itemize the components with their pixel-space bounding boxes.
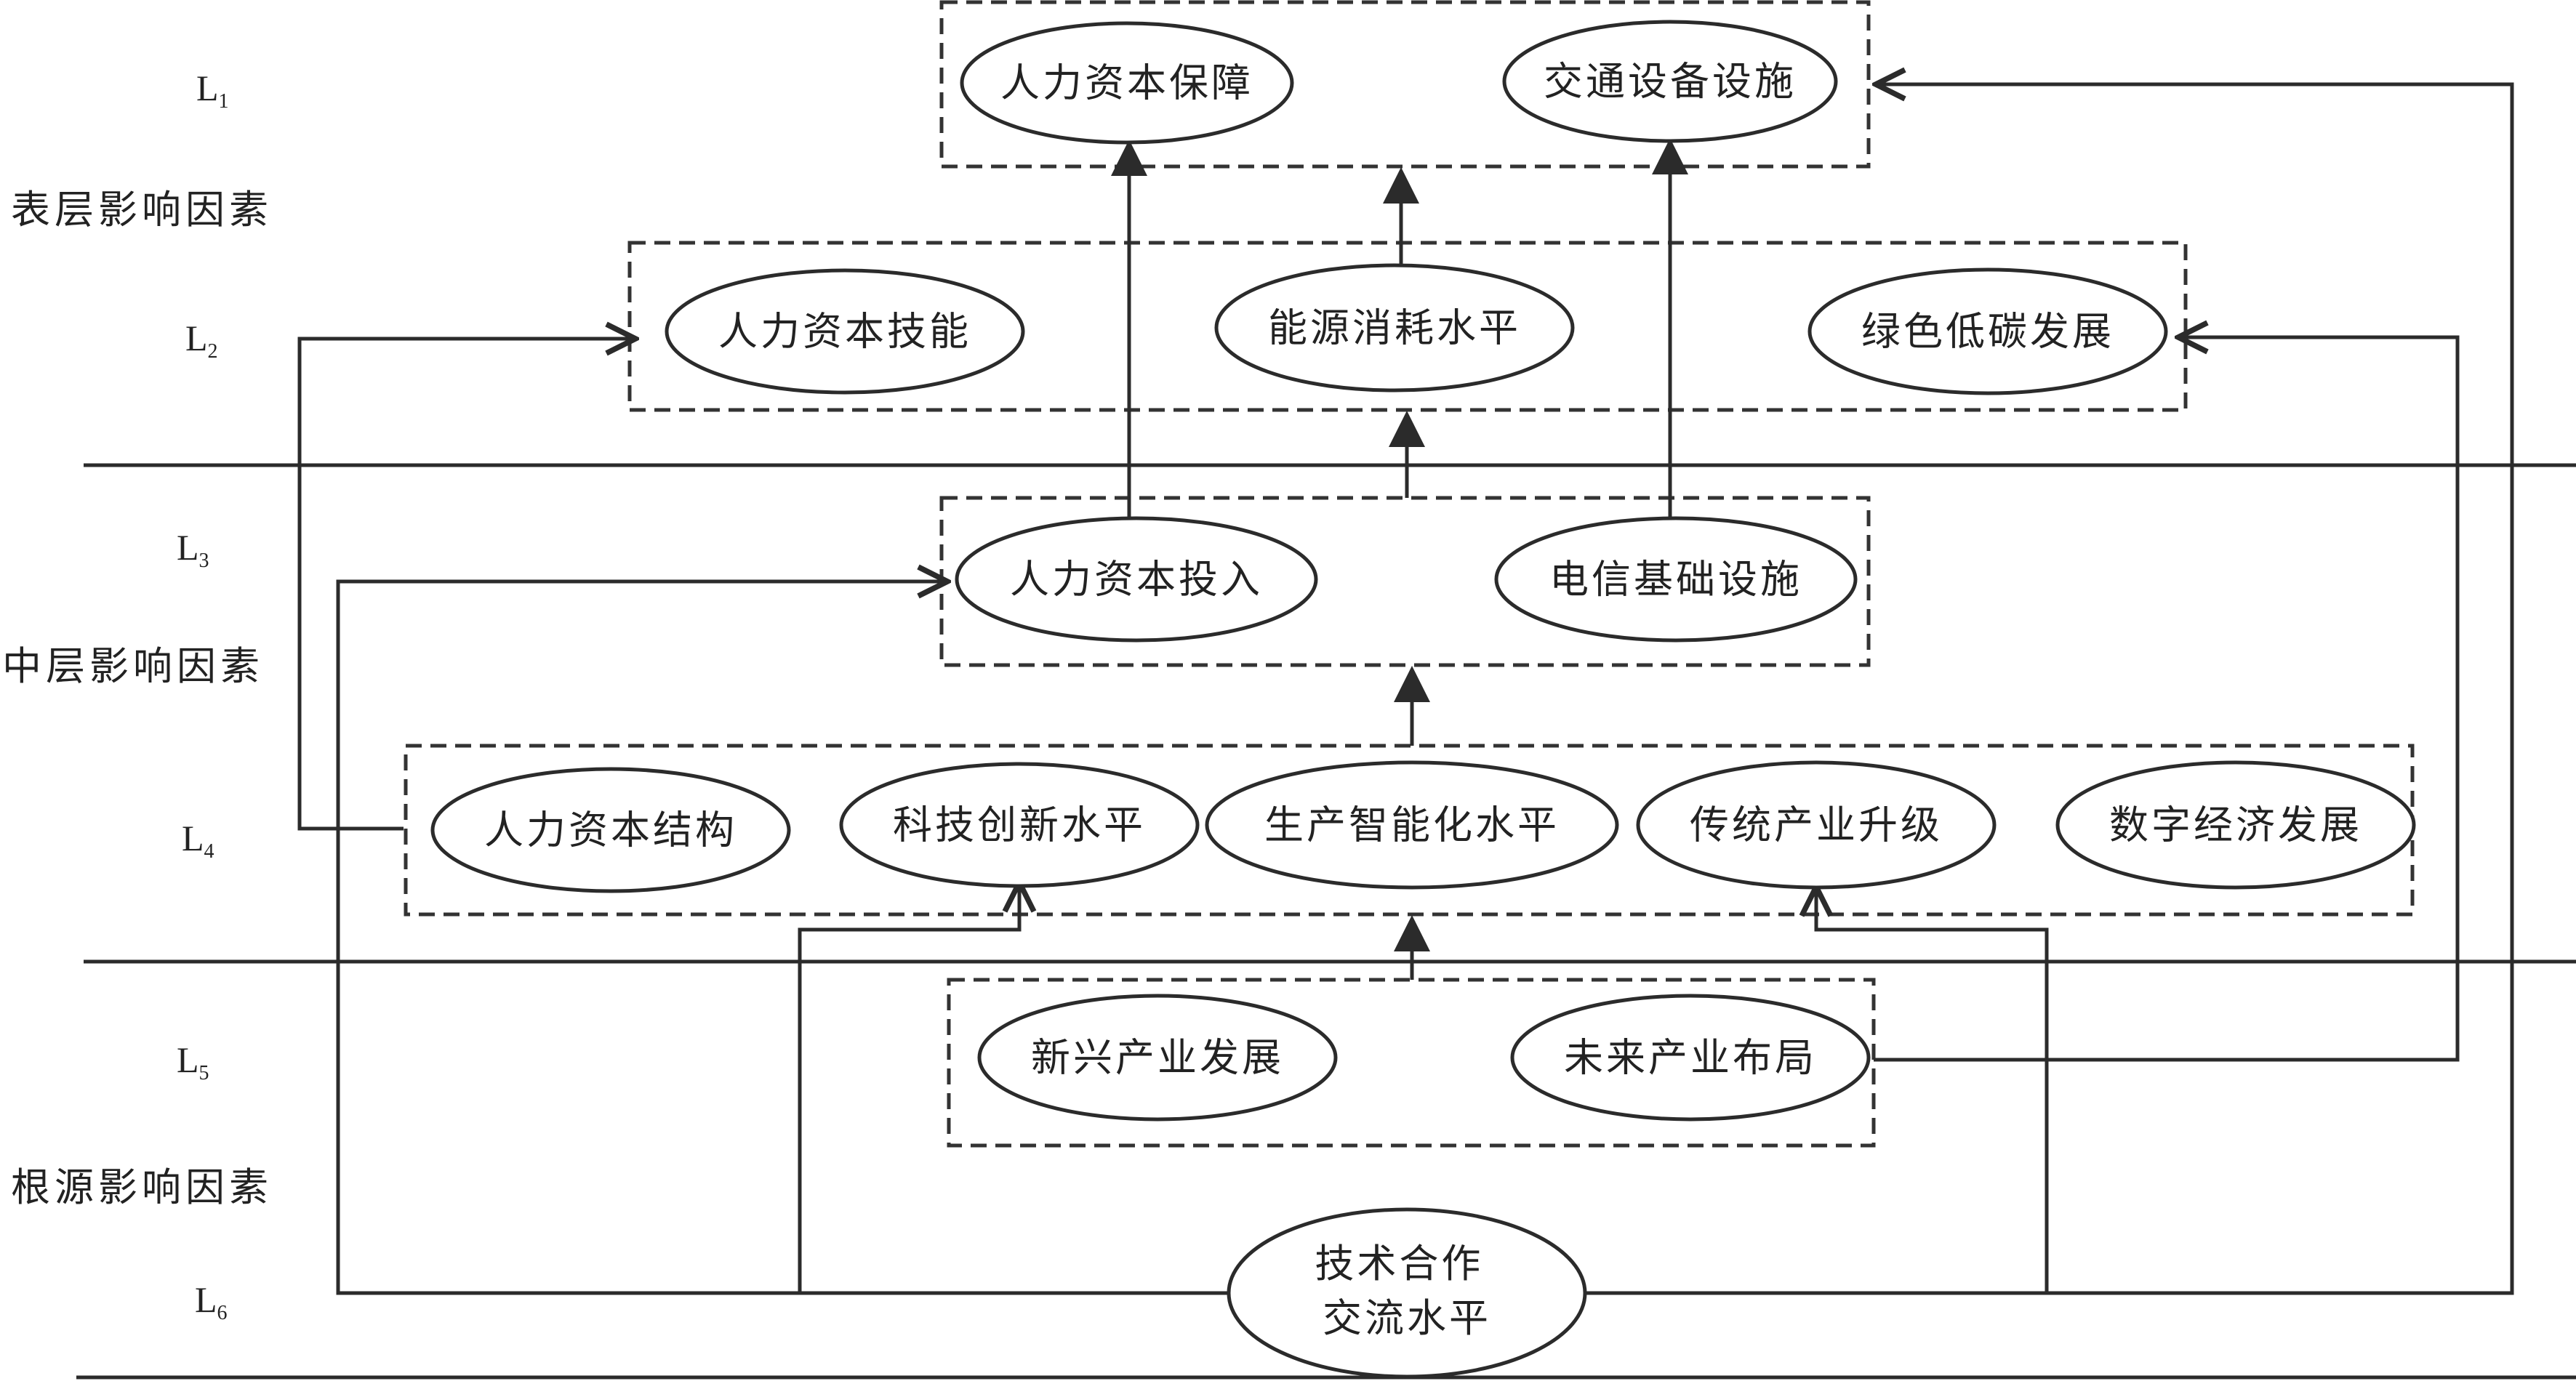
level-label-l4: L4	[182, 818, 214, 863]
node-tech-innovation: 科技创新水平	[893, 802, 1146, 848]
arrow-hc-structure-to-skills	[297, 339, 635, 831]
node-ellipse-human-capital-skills	[665, 268, 1025, 395]
node-energy-consumption: 能源消耗水平	[1268, 305, 1521, 351]
node-ellipse-transport-facilities	[1502, 20, 1838, 143]
level-label-l2: L2	[185, 318, 218, 363]
zone-label-middle: 中层影响因素	[2, 643, 264, 689]
node-ellipse-future-industry	[1510, 994, 1871, 1122]
node-ellipse-tech-cooperation	[1227, 1207, 1587, 1379]
arrow-techcoop-to-transport	[1584, 84, 2514, 1295]
node-ellipse-green-low-carbon	[1807, 267, 2168, 395]
node-emerging-industry: 新兴产业发展	[1031, 1035, 1284, 1081]
node-ellipse-emerging-industry	[977, 994, 1338, 1122]
node-ellipse-digital-economy	[2055, 760, 2416, 890]
level-label-l3: L3	[177, 527, 209, 572]
node-traditional-industry-upgrade: 传统产业升级	[1690, 802, 1943, 848]
level-label-l5: L5	[177, 1039, 209, 1084]
node-transport-facilities: 交通设备设施	[1544, 59, 1797, 105]
node-tech-cooperation-line2: 交流水平	[1323, 1295, 1491, 1341]
level-label-l1: L1	[196, 68, 229, 113]
node-telecom-infrastructure: 电信基础设施	[1549, 557, 1802, 603]
node-ellipse-telecom-infrastructure	[1494, 516, 1858, 643]
node-future-industry: 未来产业布局	[1564, 1035, 1817, 1081]
arrow-future-to-green	[1874, 337, 2460, 1062]
node-ellipse-human-capital-guarantee	[960, 21, 1294, 145]
node-human-capital-structure: 人力资本结构	[484, 808, 737, 853]
node-ellipse-human-capital-structure	[430, 767, 791, 893]
node-human-capital-guarantee: 人力资本保障	[1000, 60, 1253, 106]
zone-label-root: 根源影响因素	[11, 1164, 273, 1210]
arrow-techcoop-to-hc-input	[336, 581, 1229, 1295]
node-tech-cooperation-line1: 技术合作	[1315, 1241, 1483, 1287]
node-human-capital-input: 人力资本投入	[1010, 557, 1263, 603]
node-ellipse-energy-consumption	[1214, 263, 1575, 392]
node-ellipse-production-intelligence	[1205, 760, 1619, 890]
level-label-l6: L6	[195, 1279, 228, 1324]
node-human-capital-skills: 人力资本技能	[718, 309, 971, 355]
node-tech-cooperation: 技术合作 交流水平	[1315, 1241, 1498, 1341]
node-ellipse-human-capital-input	[955, 516, 1318, 643]
node-green-low-carbon: 绿色低碳发展	[1861, 309, 2114, 355]
arrow-techcoop-to-innovation	[798, 882, 1019, 1293]
zone-label-surface: 表层影响因素	[11, 187, 273, 233]
node-digital-economy: 数字经济发展	[2109, 802, 2362, 848]
node-ellipse-traditional-industry-upgrade	[1636, 760, 1997, 890]
node-ellipse-tech-innovation	[839, 762, 1200, 888]
node-production-intelligence: 生产智能化水平	[1264, 802, 1560, 848]
